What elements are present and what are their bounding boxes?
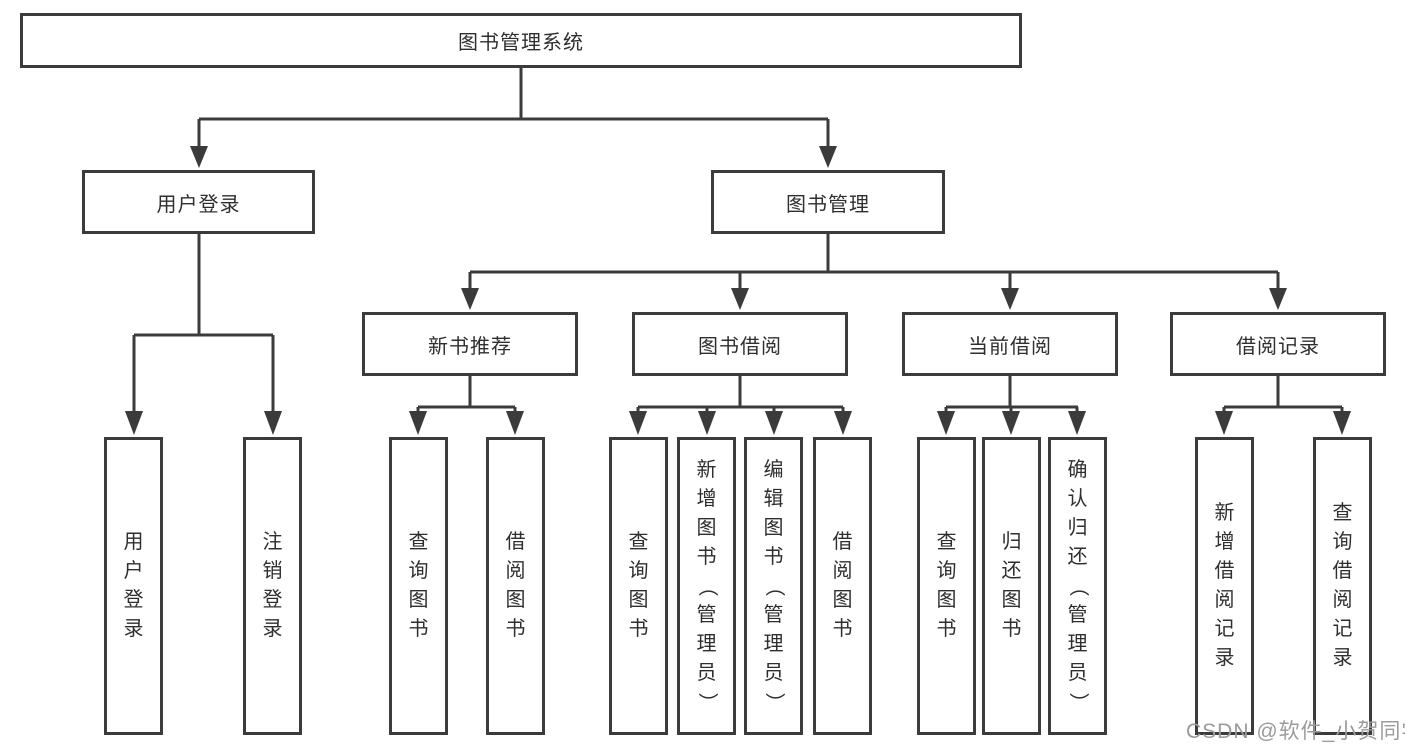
node-book-management: 图书管理 [711,170,945,234]
node-user-login: 用户登录 [82,170,315,234]
leaf-edit-book-admin: 编辑图书（管理员） [744,437,803,735]
leaf-query-book-current: 查询图书 [917,437,976,735]
node-borrow-record: 借阅记录 [1170,312,1386,376]
leaf-user-login: 用户登录 [104,437,163,735]
node-book-borrow: 图书借阅 [632,312,848,376]
leaf-add-book-admin: 新增图书（管理员） [677,437,736,735]
leaf-query-book-recommend: 查询图书 [389,437,448,735]
leaf-add-borrow-record: 新增借阅记录 [1195,437,1254,735]
leaf-logout: 注销登录 [243,437,302,735]
leaf-query-borrow-record: 查询借阅记录 [1313,437,1372,735]
leaf-return-book: 归还图书 [982,437,1041,735]
node-library-system-root: 图书管理系统 [20,13,1022,68]
leaf-query-book-borrow: 查询图书 [609,437,668,735]
csdn-watermark: CSDN @软件_小贺同学 [1186,720,1405,743]
leaf-borrow-book-recommend: 借阅图书 [486,437,545,735]
node-new-book-recommend: 新书推荐 [362,312,578,376]
leaf-confirm-return-admin: 确认归还（管理员） [1048,437,1107,735]
leaf-borrow-book: 借阅图书 [813,437,872,735]
node-current-borrow: 当前借阅 [902,312,1118,376]
